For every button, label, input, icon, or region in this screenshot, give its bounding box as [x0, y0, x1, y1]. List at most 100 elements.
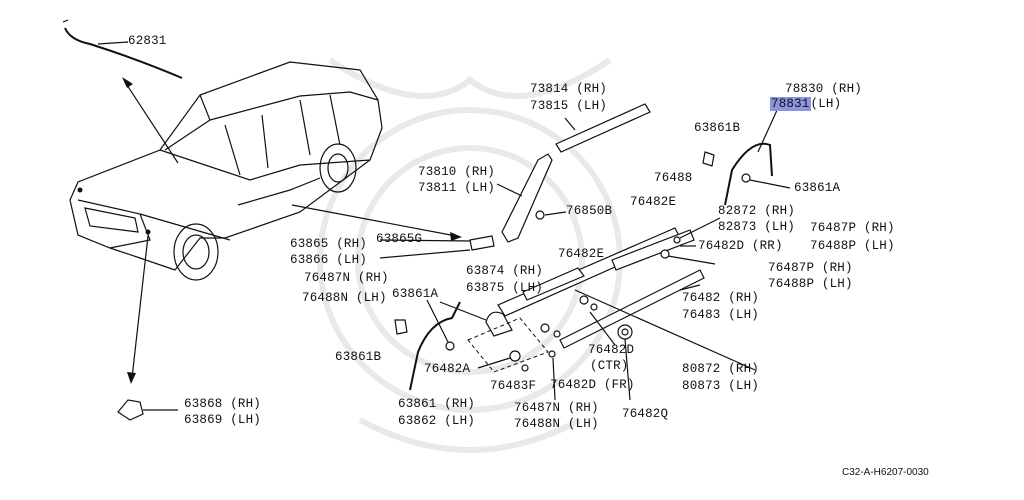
label-78830: 78830 (RH)	[785, 82, 863, 96]
label-76482D-fr: 76482D (FR)	[550, 378, 635, 392]
label-76483-lh: 76483 (LH)	[682, 308, 760, 322]
label-76488N-b: 76488N (LH)	[514, 417, 599, 431]
label-63862: 63862 (LH)	[398, 414, 476, 428]
clip-f	[673, 236, 681, 244]
label-73815: 73815 (LH)	[530, 99, 608, 113]
leader-63861A-right	[749, 179, 791, 189]
pillar-73810	[501, 153, 553, 243]
molding-73814	[555, 103, 651, 153]
label-76488P-a: 76488P (LH)	[810, 239, 895, 253]
clip-76483F	[521, 364, 529, 372]
leader-76482	[679, 284, 701, 291]
clip-e	[553, 330, 561, 338]
screw-63861A-left	[445, 341, 455, 351]
label-63869: 63869 (LH)	[184, 413, 262, 427]
arrow-side	[291, 204, 457, 237]
diagram-code: C32-A-H6207-0030	[842, 467, 929, 478]
label-76482A: 76482A	[424, 362, 471, 376]
label-82873: 82873 (LH)	[718, 220, 796, 234]
arrow-roof	[124, 81, 179, 164]
leader-62831	[97, 41, 129, 45]
strip-63861	[409, 301, 461, 391]
label-73811: 73811 (LH)	[418, 181, 496, 195]
label-76482-rh: 76482 (RH)	[682, 291, 760, 305]
label-63861B-left: 63861B	[335, 350, 382, 364]
leader-76482D-ctr	[589, 311, 616, 346]
bracket-63865	[469, 235, 495, 251]
label-82872: 82872 (RH)	[718, 204, 796, 218]
label-76482E-mid: 76482E	[558, 247, 605, 261]
label-76487P-b: 76487P (RH)	[768, 261, 853, 275]
label-73810: 73810 (RH)	[418, 165, 496, 179]
label-76488N-a: 76488N (LH)	[302, 291, 387, 305]
leader-63865	[379, 239, 471, 242]
label-63861B-top: 63861B	[694, 121, 741, 135]
leader-63874	[439, 301, 487, 321]
label-80873: 80873 (LH)	[682, 379, 760, 393]
clip-group-dashed	[467, 317, 549, 373]
molding-segment	[522, 267, 585, 301]
arrowhead-side	[450, 232, 462, 241]
roof-molding-end	[62, 19, 69, 23]
label-63861A-left: 63861A	[392, 287, 439, 301]
leader-63866	[379, 249, 471, 259]
label-76850B: 76850B	[566, 204, 613, 218]
label-63868: 63868 (RH)	[184, 397, 262, 411]
label-80872: 80872 (RH)	[682, 362, 760, 376]
label-63861: 63861 (RH)	[398, 397, 476, 411]
arrowhead-down	[127, 372, 136, 384]
leader-76482A	[477, 357, 511, 369]
leader-76487N	[552, 357, 556, 401]
leader-78830	[757, 107, 779, 153]
label-76482D-ctr: 76482D	[588, 343, 635, 357]
label-73814: 73814 (RH)	[530, 82, 608, 96]
label-63866: 63866 (LH)	[290, 253, 368, 267]
strip-78830	[724, 142, 773, 206]
label-63861A-right: 63861A	[794, 181, 841, 195]
leader-76482Q	[624, 338, 631, 401]
arrowhead-roof	[122, 77, 133, 88]
label-63874: 63874 (RH)	[466, 264, 544, 278]
screw-76482A	[509, 350, 521, 362]
clip-76487N	[548, 350, 556, 358]
label-78831-side: (LH)	[810, 97, 842, 111]
label-76482Q: 76482Q	[622, 407, 669, 421]
arrow-down	[131, 235, 149, 379]
label-63865: 63865 (RH)	[290, 237, 368, 251]
label-76488P-b: 76488P (LH)	[768, 277, 853, 291]
roof-molding	[64, 27, 183, 79]
clip-63861B-left	[394, 319, 408, 335]
leader-63861A-left	[426, 299, 449, 343]
clip-63868	[117, 399, 144, 421]
label-62831: 62831	[128, 34, 167, 48]
label-76487N-a: 76487N (RH)	[304, 271, 389, 285]
lower-molding-80872	[559, 269, 705, 349]
leader-76850B	[544, 211, 567, 216]
leader-80872	[574, 289, 756, 371]
screw-63861A-right	[741, 173, 751, 183]
leader-73814	[564, 117, 576, 131]
label-78831-group: 78831(LH)	[770, 97, 842, 111]
label-78831-highlight[interactable]: 78831	[770, 97, 811, 111]
label-76487P-a: 76487P (RH)	[810, 221, 895, 235]
clip-b	[590, 303, 598, 311]
clip-d	[540, 323, 550, 333]
leader-76487P	[667, 255, 716, 265]
label-63865G: 63865G	[376, 232, 423, 246]
clip-63861B-top	[702, 151, 715, 167]
car-illustration	[69, 61, 383, 281]
leader-82872	[679, 217, 721, 239]
screw-76850B	[535, 210, 545, 220]
label-76487N-b: 76487N (RH)	[514, 401, 599, 415]
label-63875: 63875 (LH)	[466, 281, 544, 295]
label-76488: 76488	[654, 171, 693, 185]
label-76482D-ctr-suffix: (CTR)	[590, 359, 629, 373]
label-76482D-rr: 76482D (RR)	[698, 239, 783, 253]
leader-73810	[496, 183, 523, 197]
label-76483F: 76483F	[490, 379, 537, 393]
end-cap-63874	[485, 311, 513, 337]
washer-76482Q-hole	[621, 328, 629, 336]
label-76482E-top: 76482E	[630, 195, 677, 209]
